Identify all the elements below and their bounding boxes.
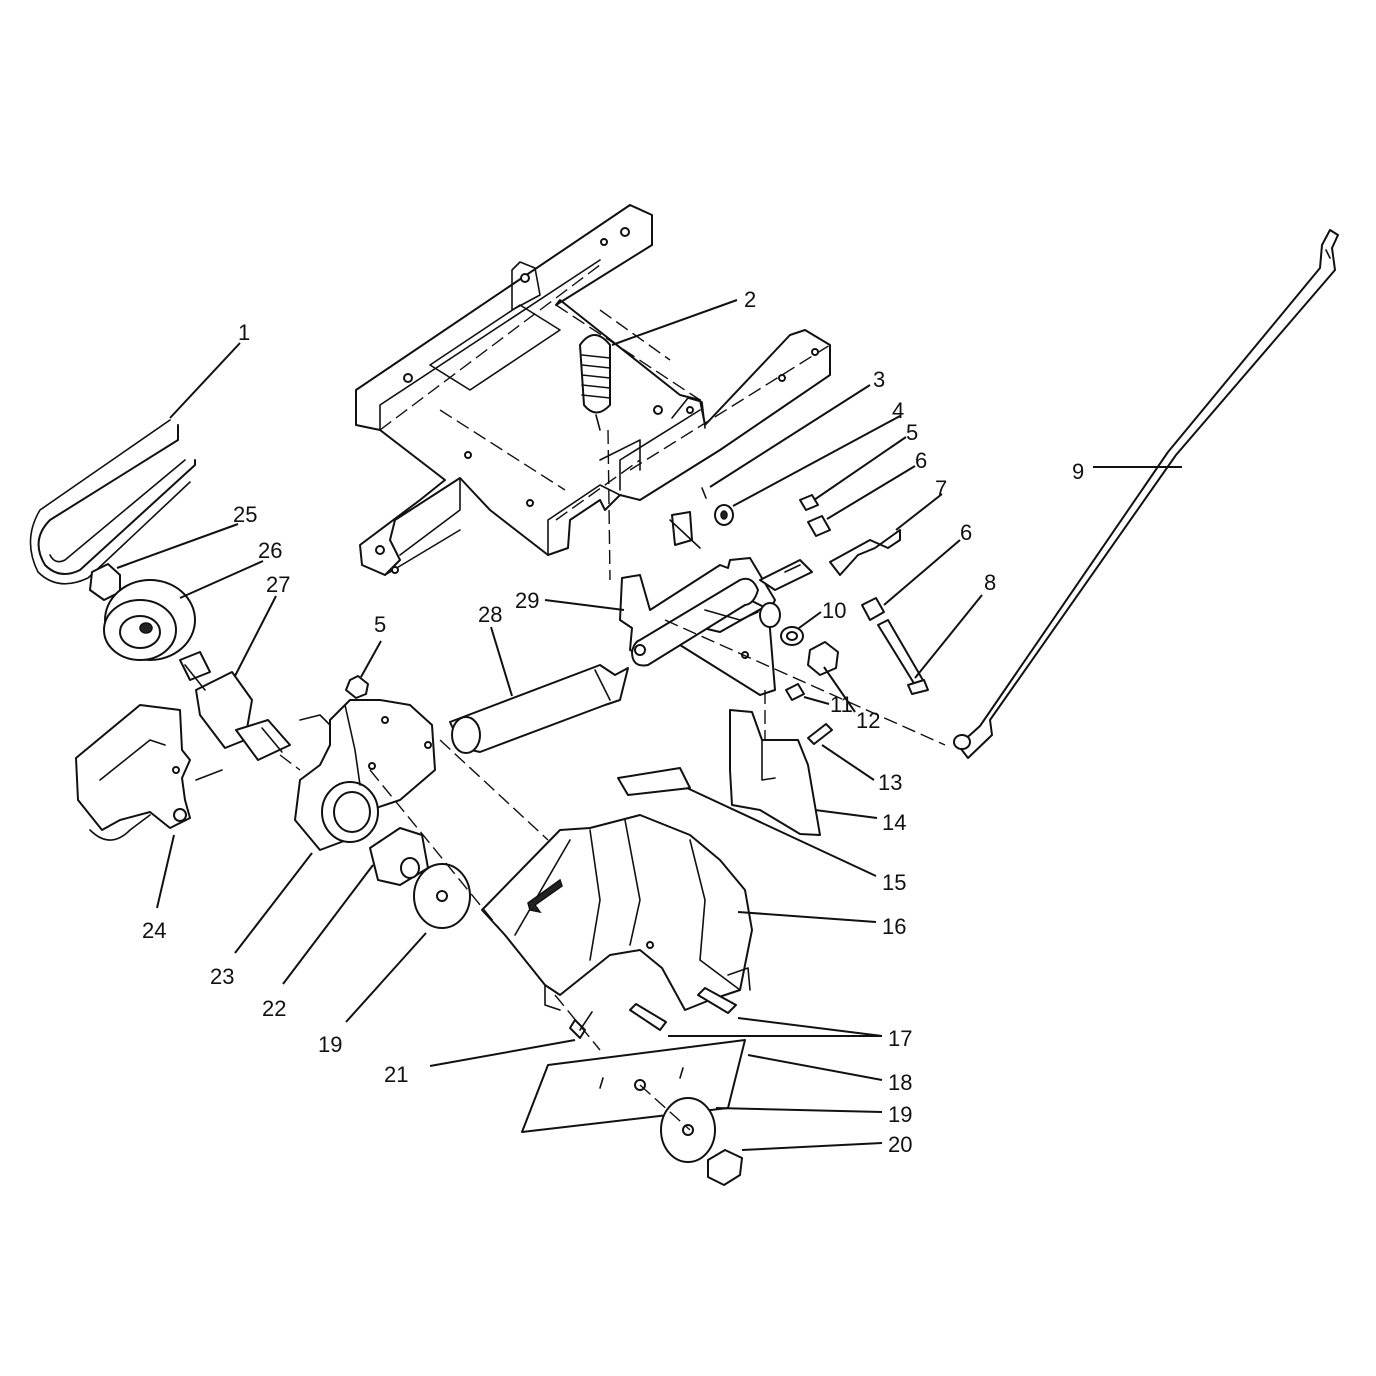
spacer-and-washer bbox=[369, 827, 471, 929]
bolts-17 bbox=[569, 987, 737, 1039]
deflector-plate bbox=[617, 709, 821, 836]
stud-27 bbox=[179, 651, 211, 681]
callout-5-right: 5 bbox=[906, 420, 918, 445]
leader-lines bbox=[116, 299, 1182, 1151]
bushing-6-lower bbox=[861, 597, 885, 621]
callout-19-lower: 19 bbox=[888, 1102, 912, 1127]
gearbox-housing bbox=[294, 675, 436, 851]
callout-7: 7 bbox=[935, 476, 947, 501]
callout-20: 20 bbox=[888, 1132, 912, 1157]
discharge-chute bbox=[481, 814, 753, 1011]
idler-arm-assembly bbox=[619, 511, 813, 696]
callout-labels: 1 2 3 4 5 5 6 6 7 8 9 10 11 12 13 14 15 … bbox=[142, 287, 1084, 1157]
callout-5-left: 5 bbox=[374, 612, 386, 637]
callout-12: 12 bbox=[856, 708, 880, 733]
hardware-right bbox=[780, 626, 839, 745]
bracket-7 bbox=[829, 529, 901, 576]
nut-5-right bbox=[799, 494, 819, 511]
pulley-group bbox=[89, 563, 291, 761]
screw-13 bbox=[807, 723, 833, 745]
bearing-housing bbox=[75, 704, 223, 841]
nut-20 bbox=[707, 1149, 743, 1186]
callout-22: 22 bbox=[262, 996, 286, 1021]
bushing-6-upper bbox=[807, 515, 831, 537]
callout-15: 15 bbox=[882, 870, 906, 895]
nut-5-left bbox=[345, 675, 369, 699]
callout-27: 27 bbox=[266, 572, 290, 597]
callout-18: 18 bbox=[888, 1070, 912, 1095]
callout-13: 13 bbox=[878, 770, 902, 795]
callout-6-upper: 6 bbox=[915, 448, 927, 473]
callout-28: 28 bbox=[478, 602, 502, 627]
scraper-plate-group bbox=[521, 1039, 746, 1186]
callout-4: 4 bbox=[892, 398, 904, 423]
assembly-lines bbox=[279, 429, 946, 1131]
callout-10: 10 bbox=[822, 598, 846, 623]
callout-8: 8 bbox=[984, 570, 996, 595]
callout-3: 3 bbox=[873, 367, 885, 392]
callout-19-upper: 19 bbox=[318, 1032, 342, 1057]
callout-14: 14 bbox=[882, 810, 906, 835]
control-rod bbox=[953, 229, 1339, 759]
callout-1: 1 bbox=[238, 320, 250, 345]
callout-29: 29 bbox=[515, 588, 539, 613]
callout-6-lower: 6 bbox=[960, 520, 972, 545]
callout-16: 16 bbox=[882, 914, 906, 939]
callout-23: 23 bbox=[210, 964, 234, 989]
auger-shaft bbox=[449, 664, 629, 754]
callout-21: 21 bbox=[384, 1062, 408, 1087]
callout-9: 9 bbox=[1072, 459, 1084, 484]
hardware-pieces bbox=[701, 487, 929, 695]
callout-11: 11 bbox=[830, 692, 853, 717]
screw-11 bbox=[785, 683, 805, 701]
callout-24: 24 bbox=[142, 918, 166, 943]
drive-belt bbox=[29, 419, 196, 585]
extension-spring bbox=[579, 334, 611, 431]
callout-2: 2 bbox=[744, 287, 756, 312]
callout-26: 26 bbox=[258, 538, 282, 563]
cotter-pin bbox=[701, 487, 707, 499]
locknut-12 bbox=[807, 641, 839, 676]
decal-15 bbox=[617, 767, 691, 796]
callout-25: 25 bbox=[233, 502, 257, 527]
callout-17: 17 bbox=[888, 1026, 912, 1051]
